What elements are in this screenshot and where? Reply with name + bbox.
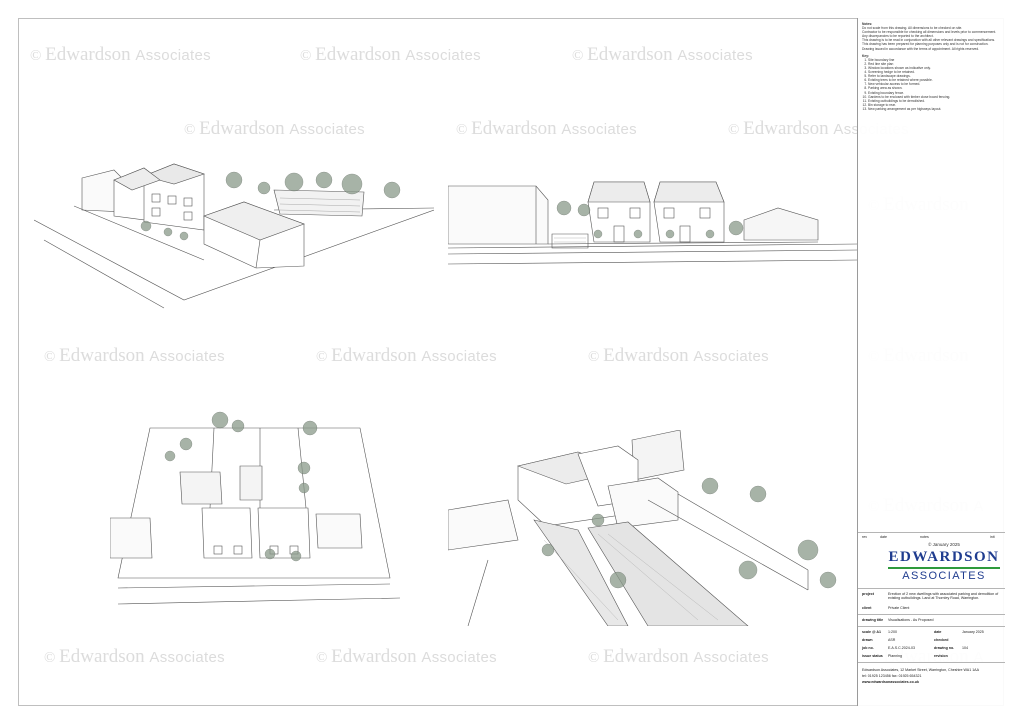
view-aerial-rear-drawing [448, 430, 837, 626]
watermark: © Edwardson Associates [300, 44, 481, 65]
divider [858, 614, 1005, 615]
watermark: © Edwardson Associates [44, 345, 225, 366]
notes-item: Refer to landscape drawings. [868, 74, 1000, 78]
notes-general-4: Drawing issued in accordance with the te… [862, 46, 980, 51]
watermark: © Edwardson Associates [316, 345, 497, 366]
init-label: init [990, 535, 995, 539]
website: www.edwardsonassociates.co.uk [862, 680, 919, 684]
watermark: © Edwardson Associates [588, 646, 769, 667]
notes-item: Screening hedge to be retained. [868, 70, 1000, 74]
date2-value: January 2025 [962, 630, 984, 634]
logo-subline: ASSOCIATES [902, 570, 986, 582]
logo-bar [888, 567, 1000, 569]
notes-item: Existing boundary fence. [868, 91, 1000, 95]
date-label: date [880, 535, 887, 539]
watermark: © Edwardson Associates [588, 345, 769, 366]
view-aerial-rear [448, 430, 858, 626]
revision-label: revision [934, 654, 948, 658]
divider [858, 626, 1005, 627]
view-aerial-plan-drawing [110, 411, 400, 605]
notes-item: Existing trees to be retained where poss… [868, 78, 1000, 82]
checked-label: checked [934, 638, 949, 642]
watermark: © Edwardson Associates [572, 44, 753, 65]
watermark: © Edwardson Associates [44, 646, 225, 667]
view-aerial-corner-drawing [34, 163, 434, 309]
notes-list-title: Key: [862, 53, 870, 58]
notes-item: New vehicular access to be formed. [868, 82, 1000, 86]
notes-title: Notes: [862, 22, 873, 26]
watermark: © Edwardson Associates [184, 118, 365, 139]
notes-item: Parking area as shown. [868, 86, 1000, 90]
project-label: project [862, 592, 874, 596]
view-street-elevation [448, 172, 858, 282]
drawing-no-value: 104 [962, 646, 968, 650]
notes-item: Window locations shown as indicative onl… [868, 66, 1000, 70]
watermark: © Edwardson Associates [316, 646, 497, 667]
title-block: Notes: Do not scale from this drawing. A… [857, 18, 1005, 706]
logo-wordmark: EDWARDSON [888, 549, 1000, 565]
notes-item: Site boundary line [868, 58, 1000, 62]
scale-value: 1:200 [888, 630, 897, 634]
drawing-title-value: Visualisations - As Proposed [888, 618, 934, 622]
status-value: Planning [888, 654, 902, 658]
notes-general-3: This drawing has been prepared for plann… [862, 42, 989, 47]
notes-general-1: Contractor to be responsible for checkin… [862, 30, 997, 39]
notes-label: notes [920, 535, 929, 539]
divider [858, 588, 1005, 589]
notes-item: Red line site plan [868, 62, 1000, 66]
client-value: Private Client [888, 606, 910, 610]
status-label: issue status [862, 654, 883, 658]
project-value: Erection of 2 new dwellings with associa… [888, 592, 999, 601]
notes-general-0: Do not scale from this drawing. All dime… [862, 26, 963, 31]
watermark: © Edwardson Associates [456, 118, 637, 139]
job-value: E.A.S.C.2024-03 [888, 646, 915, 650]
notes-general-2: This drawing is to be read in conjunctio… [862, 38, 996, 43]
address: Edwardson Associates, 12 Market Street, … [862, 668, 979, 672]
drawn-label: drawn [862, 638, 873, 642]
drawing-no-label: drawing no. [934, 646, 955, 650]
divider [858, 532, 1005, 533]
copyright: © January 2025 [928, 542, 960, 547]
scale-label: scale @ A1 [862, 630, 881, 634]
drawn-value: ASR [888, 638, 896, 642]
watermark: © Edwardson Associates [30, 44, 211, 65]
rev-label: rev [862, 535, 867, 539]
notes-item: Bin storage to rear. [868, 103, 1000, 107]
telephone: tel: 01925 123456 fax: 01925 654321 [862, 674, 922, 678]
drawing-title-label: drawing title [862, 618, 884, 622]
notes-list: Site boundary line Red line site plan Wi… [862, 58, 1000, 111]
view-street-elevation-drawing [448, 181, 858, 265]
client-label: client [862, 606, 872, 610]
job-label: job no. [862, 646, 874, 650]
notes-panel: Notes: Do not scale from this drawing. A… [862, 22, 1000, 111]
notes-item: Gardens to be enclosed with timber close… [868, 95, 1000, 99]
view-aerial-plan [110, 408, 400, 620]
date2-label: date [934, 630, 942, 634]
notes-item: New parking arrangement as per highways … [868, 107, 1000, 111]
view-aerial-corner [34, 150, 434, 310]
divider [858, 662, 1005, 663]
notes-item: Existing outbuildings to be demolished. [868, 99, 1000, 103]
